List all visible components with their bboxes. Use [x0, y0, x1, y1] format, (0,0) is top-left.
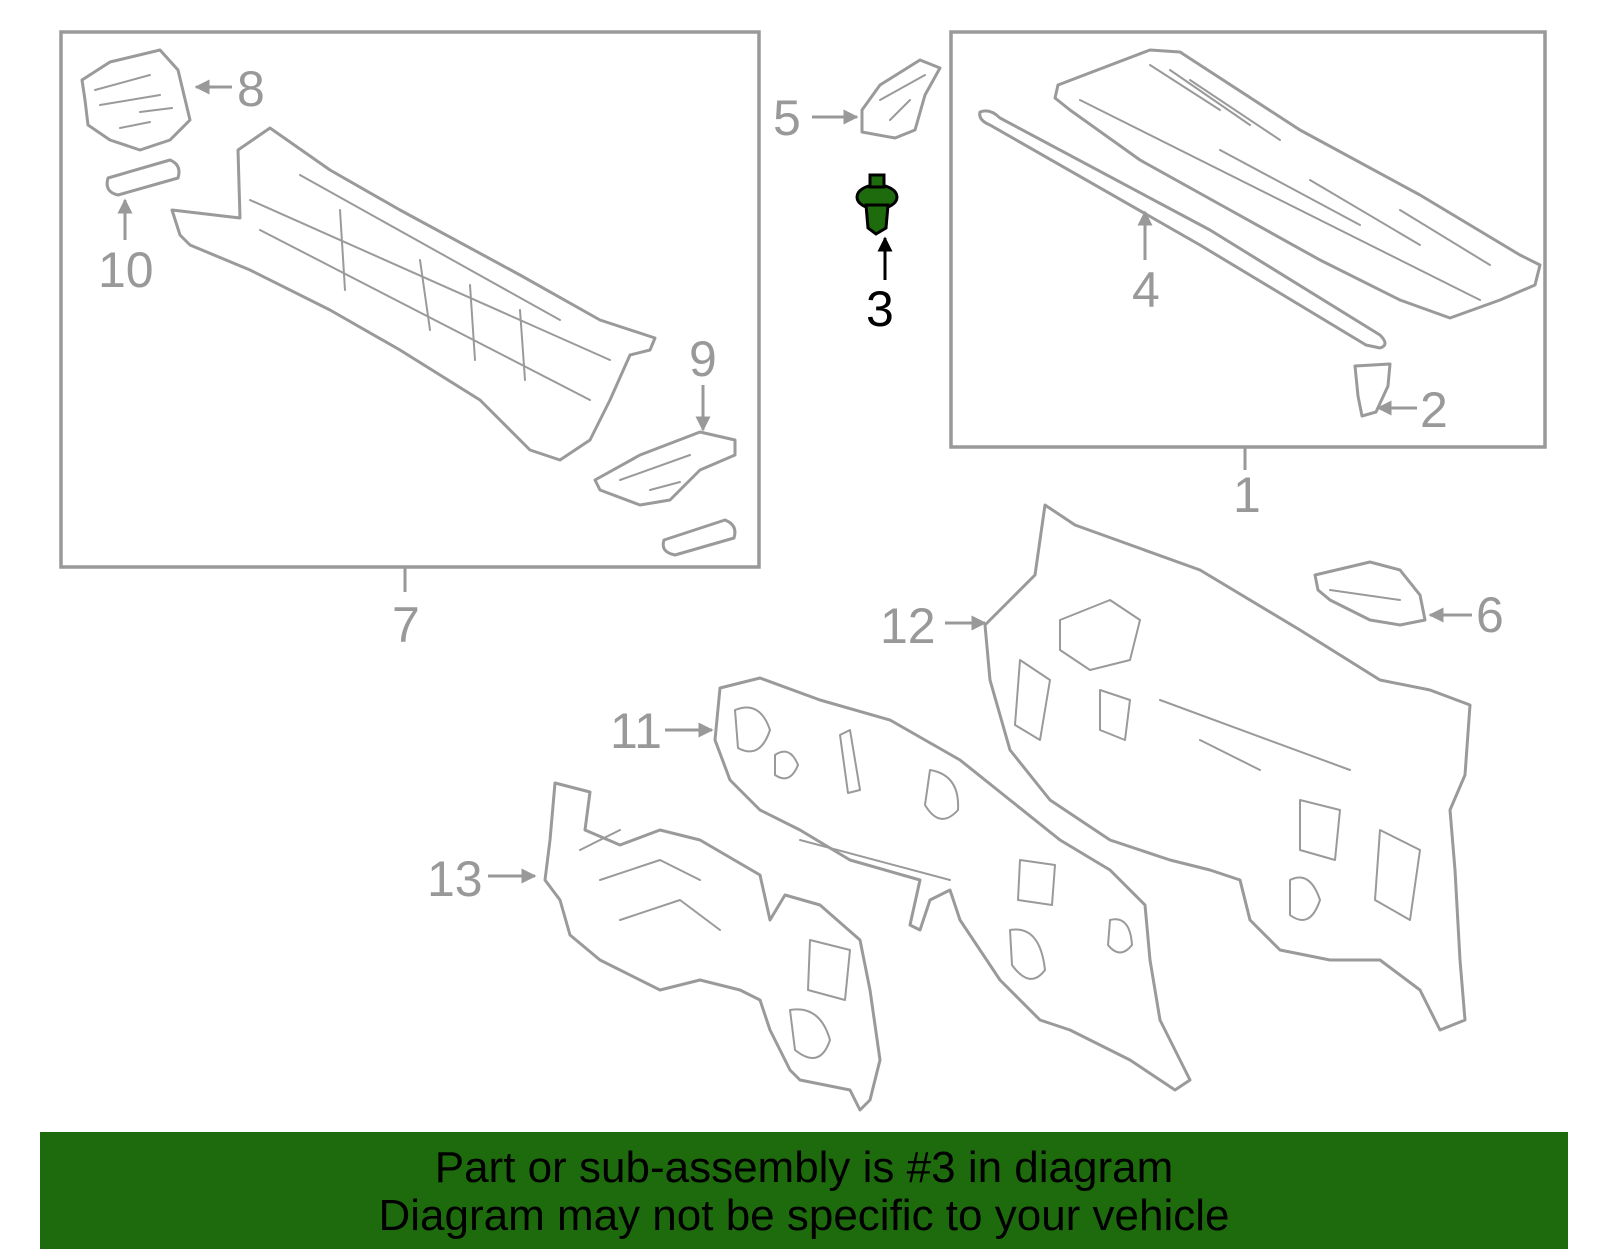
- callout-4: 4: [1132, 262, 1160, 318]
- part-9-plate: [661, 518, 737, 557]
- banner-line-part: Part or sub-assembly is #3 in diagram: [434, 1143, 1174, 1192]
- part-8-bracket[interactable]: [80, 48, 192, 152]
- part-11-insulator[interactable]: [713, 676, 1192, 1092]
- callout-3: 3: [866, 281, 894, 337]
- part-7-cowl-panel[interactable]: [170, 126, 657, 462]
- callout-11: 11: [610, 703, 662, 759]
- group-box-1: [949, 30, 1547, 449]
- callout-8: 8: [237, 61, 265, 117]
- part-6-cover[interactable]: [1313, 560, 1427, 627]
- callout-6: 6: [1476, 587, 1504, 643]
- part-2-clip[interactable]: [1353, 362, 1392, 418]
- part-3-clip[interactable]: [855, 173, 899, 236]
- callout-13: 13: [427, 851, 483, 907]
- part-4-weatherstrip[interactable]: [978, 109, 1387, 350]
- callout-1: 1: [1233, 467, 1261, 523]
- banner-line-disclaimer: Diagram may not be specific to your vehi…: [378, 1191, 1230, 1240]
- callout-7: 7: [392, 597, 420, 653]
- callout-10: 10: [98, 242, 154, 298]
- part-12-dash-panel[interactable]: [983, 503, 1472, 1032]
- part-5-bracket[interactable]: [860, 58, 942, 140]
- callout-5: 5: [773, 90, 801, 146]
- part-10-plate[interactable]: [105, 158, 181, 197]
- part-1-cowl-top[interactable]: [1053, 48, 1542, 320]
- callout-2: 2: [1420, 382, 1448, 438]
- callout-12: 12: [880, 598, 936, 654]
- part-9-bracket[interactable]: [593, 430, 737, 507]
- callout-9: 9: [689, 331, 717, 387]
- part-13-insulator[interactable]: [543, 781, 882, 1112]
- info-banner: Part or sub-assembly is #3 in diagram Di…: [40, 1132, 1568, 1249]
- parts-diagram: 1 2 3 4 5 6 7 8 9 10 11 12 13: [59, 30, 1547, 1112]
- group-box-7: [59, 30, 761, 569]
